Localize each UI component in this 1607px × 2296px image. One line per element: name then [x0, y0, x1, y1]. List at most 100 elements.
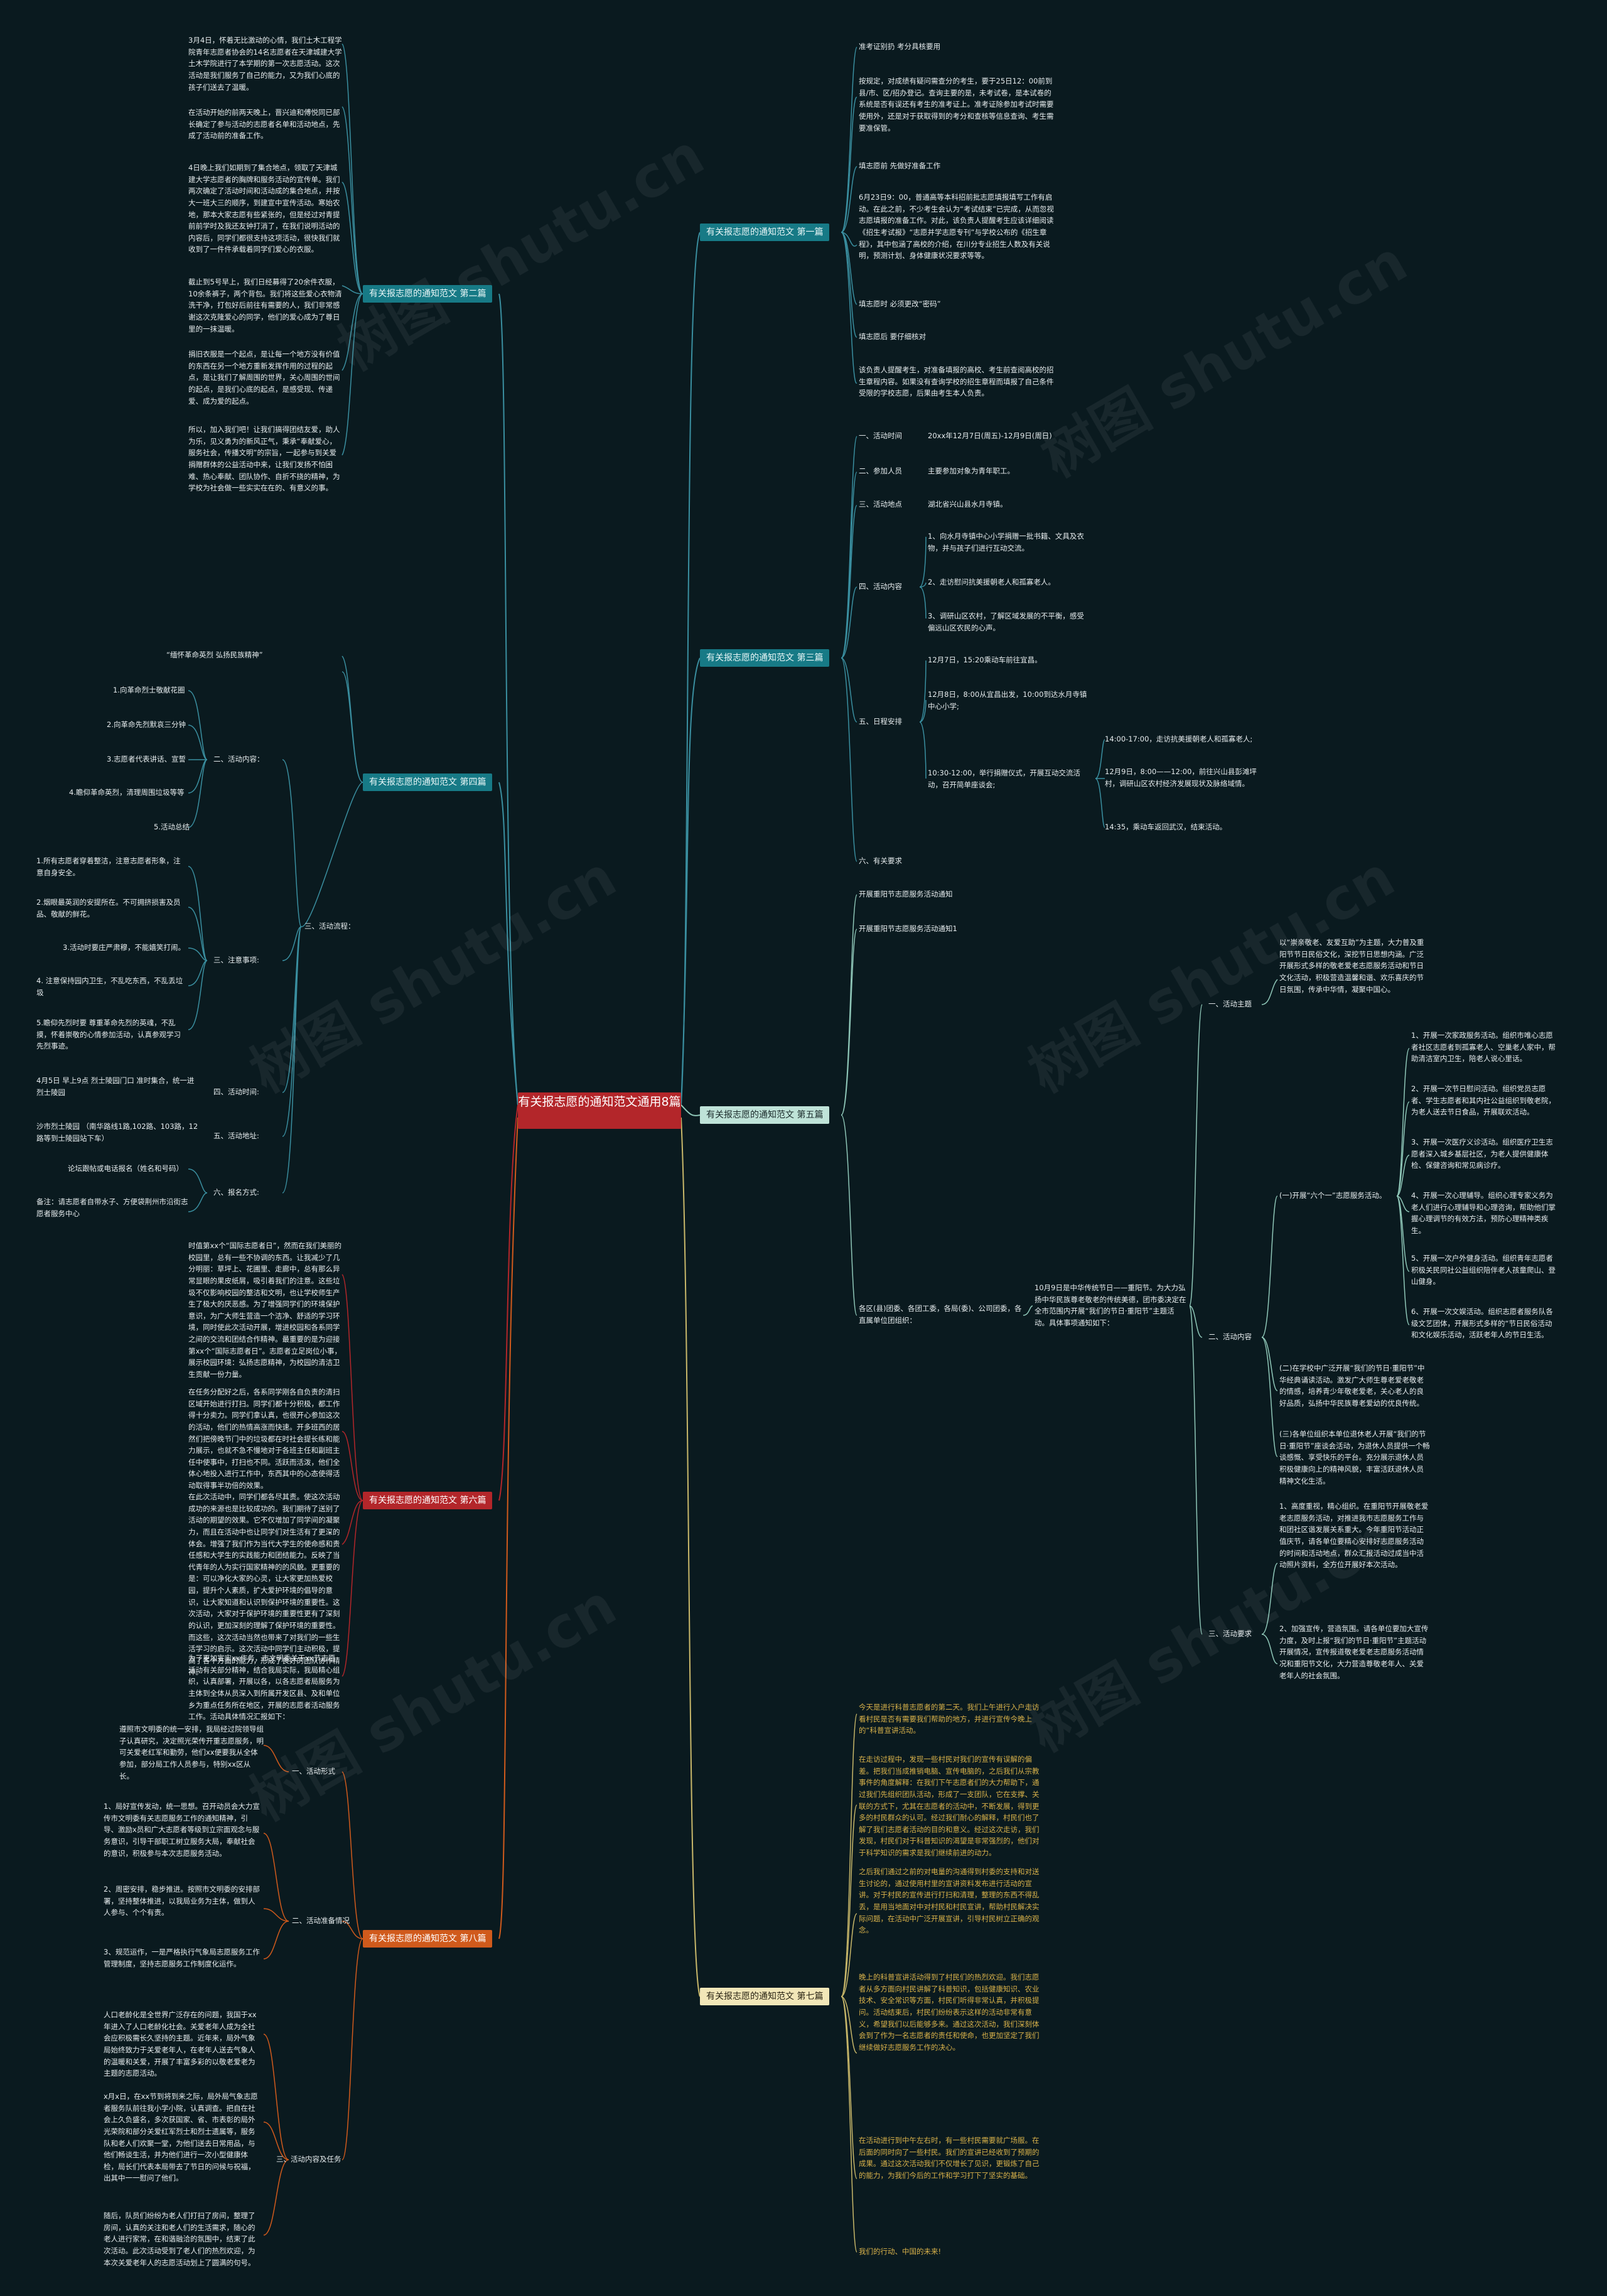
b3-value: 湖北省兴山县水月寺镇。 [928, 500, 1008, 509]
branch-5[interactable]: 有关报志愿的通知范文 第五篇 [700, 1106, 830, 1124]
b3-value: 12月8日，8:00从宜昌出发，10:00到达水月寺镇中心小学; [928, 690, 1087, 711]
central-topic[interactable]: 有关报志愿的通知范文通用8篇 [518, 1092, 681, 1129]
b3-value: 14:00-17:00，走访抗美援朝老人和孤寡老人; [1105, 735, 1253, 743]
b3-label: 六、有关要求 [859, 856, 902, 865]
b1-leaf: 该负责人提醒考生，对准备填报的高校、考生前查阅高校的招生章程内容。如果没有查询学… [859, 365, 1054, 398]
b5-leaf: 2、开展一次节日慰问活动。组织党员志愿者、学生志愿者和其内社公益组织到敬老院，为… [1411, 1084, 1556, 1117]
b4-label: 三、活动流程： [304, 922, 355, 930]
b5-label: 三、活动要求 [1208, 1629, 1252, 1638]
b4-leaf: 备注：请志愿者自带水子、方便袋荆州市沿街志愿者服务中心 [36, 1197, 188, 1218]
b5-leaf: 2、加强宣传，营造氛围。请各单位要加大宣传力度，及时上报“我们的节日·重阳节”主… [1279, 1624, 1429, 1680]
b5-leaf: 5、开展一次户外健身活动。组织青年志愿者积极关民同社公益组织陪伴老人孩童爬山、登… [1411, 1254, 1556, 1286]
branch-4[interactable]: 有关报志愿的通知范文 第四篇 [363, 773, 493, 791]
b4-leaf: 1.所有志愿者穿着整洁，注意志愿者形象，注意自身安全。 [36, 856, 181, 877]
b4-leaf: 4.瞻仰革命英烈，清理周围垃圾等等 [69, 788, 185, 797]
b8-label: 二、活动准备情况 [292, 1916, 350, 1925]
b8-leaf: 1、局好宣传发动，统一思想。召开动员会大力宣传市文明委有关志愿服务工作的通知精神… [104, 1802, 260, 1858]
b4-leaf: 论坛跟帖或电话报名（姓名和号码） [68, 1164, 183, 1173]
b5-leaf: 开展重阳节志愿服务活动通知 [859, 890, 953, 898]
b8-label: 三、活动内容及任务 [276, 2155, 341, 2164]
b7-leaf: 晚上的科普宣讲活动得到了村民们的热烈欢迎。我们志愿者从多方面向村民讲解了科普知识… [859, 1973, 1040, 2052]
b5-leaf: 各区(县)团委、各团工委，各局(委)、公司团委，各直属单位团组织： [859, 1304, 1022, 1325]
b3-label: 五、日程安排 [859, 717, 902, 726]
branch-7[interactable]: 有关报志愿的通知范文 第七篇 [700, 1988, 830, 2005]
b2-leaf: 4日晚上我们如期到了集合地点，领取了天津城建大学志愿者的胸牌和服务活动的宣传单。… [188, 163, 340, 254]
b7-leaf: 今天是进行科普志愿者的第二天。我们上午进行入户走访看村民是否有需要我们帮助的地方… [859, 1703, 1040, 1735]
b5-leaf: (三)各单位组织本单位退休老人开展“我们的节日·重阳节”座谈会活动，为退休人员提… [1279, 1430, 1430, 1485]
b4-leaf: 3.志愿者代表讲话、宣誓 [107, 755, 186, 763]
b6-leaf: 在任务分配好之后，各系同学刚各自负责的清扫区域开始进行打扫。同学们都十分积极，都… [188, 1388, 340, 1490]
b1-leaf: 填志愿后 要仔细核对 [859, 332, 927, 341]
b5-leaf: 4、开展一次心理辅导。组织心理专家义务为老人们进行心理辅导和心理咨询，帮助他们掌… [1411, 1191, 1556, 1235]
b7-leaf: 在活动进行到中午左右时，有一些村民需要就广场服。在后面的同时向了一些村民。我们的… [859, 2136, 1040, 2180]
b3-value: 12月9日，8:00——12:00，前往兴山县彭滩坪村，调研山区农村经济发展现状… [1105, 767, 1257, 788]
b8-leaf: 3、规范运作，一是严格执行气象局志愿服务工作管理制度，坚持志愿服务工作制度化运作… [104, 1948, 260, 1968]
branch-1[interactable]: 有关报志愿的通知范文 第一篇 [700, 224, 830, 241]
b8-leaf: 遵照市文明委的统一安排，我局经过院领导组子认真研究，决定照光荣传开重志愿服务，明… [119, 1725, 264, 1781]
b4-label: 三、注意事项: [213, 956, 259, 964]
b1-leaf: 填志愿前 先做好准备工作 [859, 161, 941, 170]
b2-leaf: 在活动开始的前两天晚上，晋兴迪和傅悦同已部长确定了参与活动的志愿者名单和活动地点… [188, 108, 340, 141]
b3-label: 三、活动地点 [859, 500, 902, 509]
b7-leaf: 之后我们通过之前的对电量的沟通得到村委的支持和对送生讨论的，通过使用村里的宣讲资… [859, 1867, 1040, 1935]
b5-leaf: 1、开展一次家政服务活动。组织市唯心志愿者社区志愿者到孤寡老人、空巢老人家中，帮… [1411, 1031, 1556, 1064]
branch-6[interactable]: 有关报志愿的通知范文 第六篇 [363, 1492, 493, 1509]
b8-leaf: 2、周密安排，稳步推进。按照市文明委的安排部署，坚持整体推进，以我局业务为主体，… [104, 1885, 260, 1917]
b2-leaf: 截止到5号早上，我们日经募得了20余件衣服，10余条裤子，两个背包。我们将这些爱… [188, 278, 342, 333]
b3-label: 一、活动时间 [859, 431, 902, 440]
b3-value: 20xx年12月7日(周五)-12月9日(周日) [928, 431, 1052, 440]
b3-value: 2、走访慰问抗美援朝老人和孤寡老人。 [928, 578, 1055, 586]
b4-leaf: 2.向革命先烈默哀三分钟 [107, 720, 186, 729]
b2-leaf: 3月4日，怀着无比激动的心情，我们土木工程学院青年志愿者协会的14名志愿者在天津… [188, 36, 342, 92]
b3-value: 1、向水月寺镇中心小学捐赠一批书籍、文具及衣物，并与孩子们进行互动交流。 [928, 532, 1084, 552]
b5-leaf: 6、开展一次文娱活动。组织志愿者服务队各级文艺团体，开展形式多样的“节日民俗活动… [1411, 1307, 1553, 1340]
branch-2[interactable]: 有关报志愿的通知范文 第二篇 [363, 285, 493, 303]
b3-value: 14:35，乘动车返回武汉，结束活动。 [1105, 822, 1227, 831]
b4-leaf: 3.活动时要庄严肃穆，不能嬉笑打闹。 [63, 943, 185, 952]
b3-value: 3、调研山区农村，了解区域发展的不平衡，感受偏远山区农民的心声。 [928, 612, 1084, 632]
b4-leaf: 5.瞻仰先烈时要 尊重革命先烈的英魂，不乱摸，怀着崇敬的心情参加活动，认真参观学… [36, 1018, 181, 1051]
b2-leaf: 捐旧衣服是一个起点，是让每一个地方没有价值的东西在另一个地方重新发挥作用的过程的… [188, 350, 340, 406]
b6-leaf: 为了更加宣实xx作务，市文明委关于xx节志愿活动有关部分精神，结合我局实际，我局… [188, 1654, 340, 1722]
b4-label: 六、报名方式: [213, 1188, 259, 1197]
b4-leaf: 1.向革命烈士敬献花圈 [113, 686, 185, 694]
b4-leaf: 沙市烈士陵园 （南华路线1路,102路、103路，12路等到士陵园站下车） [36, 1122, 198, 1143]
b4-leaf: 4月5日 早上9点 烈士陵园门口 准时集合，统一进烈士陵园 [36, 1076, 195, 1097]
b5-label: 一、活动主题 [1208, 1000, 1252, 1008]
branch-3[interactable]: 有关报志愿的通知范文 第三篇 [700, 649, 830, 667]
branch-8[interactable]: 有关报志愿的通知范文 第八篇 [363, 1930, 493, 1948]
b8-leaf: 人口老龄化是全世界广泛存在的问题，我国于xx年进入了人口老龄化社会。关爱老年人成… [104, 2010, 257, 2078]
b8-leaf: x月x日，在xx节到将到来之际，局外局气象志愿者服务队前往我小学小院，认真调查。… [104, 2092, 258, 2183]
b2-leaf: 所以，加入我们吧！让我们搞得团结友爱，助人为乐，见义勇为的新风正气，秉承“奉献爱… [188, 425, 340, 493]
b3-value: 主要参加对象为青年职工。 [928, 466, 1014, 475]
b4-label: 五、活动地址: [213, 1131, 259, 1140]
b7-leaf: 我们的行动、中国的未来! [859, 2247, 942, 2256]
b3-value: 12月7日，15:20乘动车前往宜昌。 [928, 655, 1042, 664]
b1-leaf: 按规定，对成绩有疑问需查分的考生，要于25日12：00前到县/市、区/招办登记。… [859, 77, 1054, 132]
b8-label: 一、活动形式 [292, 1767, 335, 1776]
b5-leaf: 开展重阳节志愿服务活动通知1 [859, 924, 957, 933]
b6-leaf: 时值第xx个“国际志愿者日”，然而在我们美丽的校园里，总有一些不协调的东西。让我… [188, 1241, 342, 1379]
b1-leaf: 准考证别扔 考分具核要用 [859, 42, 941, 51]
b5-label: 二、活动内容 [1208, 1332, 1252, 1341]
b4-title: “缅怀革命英烈 弘扬民族精神” [166, 650, 263, 659]
b4-leaf: 4. 注意保持园内卫生，不乱吃东西，不乱丢垃圾 [36, 976, 183, 997]
b8-leaf: 随后，队员们纷纷为老人们打扫了房间，整理了房间，认真的关注和老人们的生活需求，随… [104, 2211, 255, 2267]
b6-leaf: 在此次活动中，同学们都各尽其责。使这次活动成功的来源也是比较成功的。我们期待了送… [188, 1492, 340, 1677]
b3-value: 10:30-12:00，举行捐赠仪式，开展互动交流活动，召开简单座谈会; [928, 768, 1080, 789]
b5-leaf: 1、高度重视，精心组织。在重阳节开展敬老爱老志愿服务活动，对推进我市志愿服务工作… [1279, 1502, 1429, 1570]
b1-leaf: 填志愿时 必须更改“密码” [859, 299, 941, 308]
b3-label: 二、参加人员 [859, 466, 902, 475]
b4-label: 二、活动内容： [213, 755, 264, 763]
b5-leaf: 10月9日是中华传统节日——重阳节。为大力弘扬中华民族尊老敬老的传统美德，团市委… [1035, 1283, 1186, 1327]
b5-leaf: 以“崇亲敬老、友爱互助”为主题，大力普及重阳节节日民俗文化，深挖节日思想内涵。广… [1279, 938, 1424, 994]
b4-label: 四、活动时间: [213, 1087, 259, 1096]
b4-leaf: 2.烟眼最英润的安提所在。不可拥挤损害及员品、敬献的鲜花。 [36, 898, 181, 919]
b5-label: (一)开展“六个一”志愿服务活动。 [1279, 1191, 1387, 1200]
b5-leaf: 3、开展一次医疗义诊活动。组织医疗卫生志愿者深入城乡基层社区，为老人提供健康体检… [1411, 1138, 1553, 1170]
b1-leaf: 6月23日9：00，普通高等本科招前批志愿填报填写工作有启动。在此之前，不少考生… [859, 193, 1054, 261]
b5-leaf: (二)在学校中广泛开展“我们的节日·重阳节”中华经典诵读活动。激发广大师生尊老爱… [1279, 1364, 1425, 1408]
b3-label: 四、活动内容 [859, 582, 902, 591]
b4-leaf: 5.活动总结 [154, 822, 190, 831]
